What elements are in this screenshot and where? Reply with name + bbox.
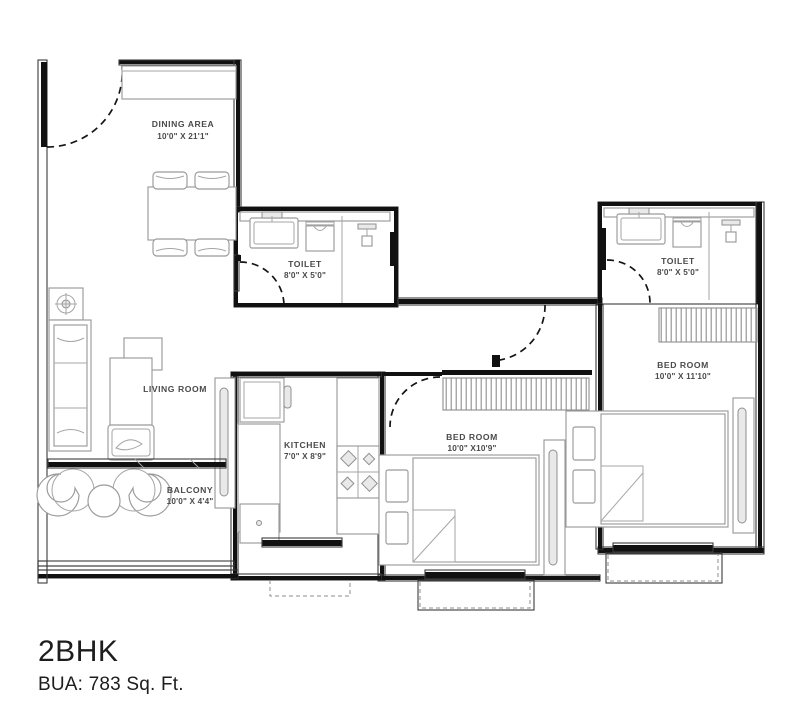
toilet1-label: TOILET bbox=[288, 259, 322, 269]
toilet2-dimension: 8'0" X 5'0" bbox=[657, 268, 699, 277]
toilet2-door-jamb bbox=[599, 228, 606, 270]
toilet1-side-opening bbox=[390, 232, 396, 266]
balcony-label: BALCONY bbox=[167, 485, 213, 495]
bedroom2-side-wardrobe-furniture bbox=[543, 439, 566, 576]
toilet2-wc-fixture bbox=[672, 217, 702, 248]
bedroom1-window bbox=[613, 545, 713, 551]
bedroom2-window-projection bbox=[419, 582, 531, 609]
toilet2-shower-fixture bbox=[721, 219, 741, 243]
plan-bua-subtitle: BUA: 783 Sq. Ft. bbox=[38, 673, 184, 695]
toilet1-dimension: 8'0" X 5'0" bbox=[284, 271, 326, 280]
entry-door-jamb bbox=[41, 62, 47, 147]
room-bedroom-1: BED ROOM 10'0" X 11'10" bbox=[492, 304, 758, 584]
living-fan-symbol-icon bbox=[48, 287, 84, 321]
dining-chairs-furniture bbox=[152, 171, 230, 257]
dining-area-label: DINING AREA bbox=[152, 119, 215, 129]
kitchen-appliance-furniture bbox=[239, 503, 280, 544]
balcony-sliding-door bbox=[48, 462, 226, 467]
bedroom1-label: BED ROOM bbox=[657, 360, 709, 370]
living-partition-furniture bbox=[214, 377, 236, 509]
plan-title: 2BHK bbox=[38, 635, 119, 668]
room-dining-area: DINING AREA 10'0" X 21'1" bbox=[46, 65, 237, 257]
dining-top-wall bbox=[119, 60, 239, 64]
bedroom2-wardrobe-furniture bbox=[442, 377, 590, 411]
kitchen-cooktop-fixture bbox=[336, 445, 380, 499]
kitchen-sink-furniture bbox=[239, 377, 292, 423]
kitchen-label: KITCHEN bbox=[284, 440, 326, 450]
room-living: LIVING ROOM bbox=[48, 287, 236, 509]
toilet1-counter bbox=[239, 211, 391, 222]
kitchen-dimension: 7'0" X 8'9" bbox=[284, 452, 326, 461]
toilet2-counter bbox=[603, 207, 755, 218]
bedroom2-top-wall bbox=[442, 370, 592, 375]
plan-caption: 2BHK BUA: 783 Sq. Ft. bbox=[38, 636, 458, 696]
bedroom2-label: BED ROOM bbox=[446, 432, 498, 442]
living-sofa-furniture bbox=[48, 319, 92, 452]
balcony-table-furniture bbox=[87, 484, 121, 518]
balcony-dimension: 10'0" X 4'4" bbox=[167, 497, 214, 506]
bedroom1-door-leaf bbox=[492, 355, 500, 367]
living-room-label: LIVING ROOM bbox=[143, 384, 207, 394]
bedroom1-bed-furniture bbox=[565, 410, 729, 528]
room-toilet-1: TOILET 8'0" X 5'0" bbox=[233, 211, 396, 307]
corridor-wall bbox=[398, 299, 602, 304]
bedroom2-window bbox=[425, 572, 525, 578]
entry-door-swing-icon bbox=[46, 65, 124, 148]
bedroom2-dimension: 10'0" X10'9" bbox=[447, 444, 496, 453]
toilet1-shower-fixture bbox=[357, 223, 377, 247]
toilet1-wc-fixture bbox=[305, 221, 335, 252]
room-bedroom-2: BED ROOM 10'0" X10'9" bbox=[378, 376, 590, 611]
bedroom1-window-projection bbox=[607, 555, 719, 582]
room-toilet-2: TOILET 8'0" X 5'0" bbox=[599, 207, 755, 304]
bedroom1-wardrobe-furniture bbox=[658, 307, 758, 343]
bedroom1-door-swing-icon bbox=[499, 304, 546, 361]
room-kitchen: KITCHEN 7'0" X 8'9" bbox=[237, 377, 380, 597]
living-coffee-table-furniture bbox=[107, 424, 155, 461]
kitchen-window bbox=[262, 540, 342, 546]
bedroom1-side-wardrobe-furniture bbox=[732, 397, 755, 534]
bedroom2-bed-furniture bbox=[378, 454, 540, 566]
bedroom2-door-swing-icon bbox=[389, 376, 441, 428]
dining-table-furniture bbox=[147, 186, 237, 241]
bedroom1-dimension: 10'0" X 11'10" bbox=[655, 372, 711, 381]
toilet2-label: TOILET bbox=[661, 256, 695, 266]
kitchen-projection bbox=[269, 580, 351, 597]
dining-area-dimension: 10'0" X 21'1" bbox=[157, 132, 209, 141]
toilet1-door-swing-icon bbox=[239, 261, 285, 307]
room-balcony: BALCONY 10'0" X 4'4" bbox=[36, 458, 227, 518]
